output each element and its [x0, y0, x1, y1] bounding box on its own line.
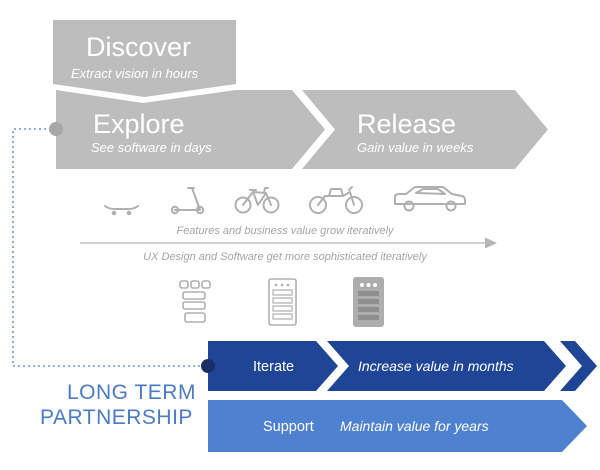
- release-chevron: Release Gain value in weeks: [302, 90, 548, 169]
- scooter-icon: [170, 187, 205, 215]
- iterate-repeat-chevron: [560, 341, 597, 391]
- release-subtitle: Gain value in weeks: [357, 140, 474, 155]
- app-screen-icon: [353, 277, 384, 327]
- explore-chevron: Explore See software in days: [56, 90, 325, 169]
- support-label: Support: [263, 419, 314, 435]
- support-description: Maintain value for years: [340, 418, 489, 434]
- iterate-chevron: Iterate: [208, 341, 338, 391]
- explore-title: Explore: [93, 109, 185, 139]
- discover-subtitle: Extract vision in hours: [71, 66, 199, 81]
- connector-start-dot: [49, 122, 63, 136]
- partnership-line-1: LONG TERM: [67, 381, 196, 404]
- bicycle-icon: [234, 187, 280, 214]
- discover-title: Discover: [86, 32, 191, 62]
- support-bar: Support Maintain value for years: [208, 400, 587, 452]
- partnership-line-2: PARTNERSHIP: [40, 406, 193, 429]
- sketch-wireframe-icon: [179, 280, 211, 323]
- iterate-connector-dot: [201, 359, 215, 373]
- growth-arrow: [80, 237, 497, 249]
- car-icon: [394, 186, 466, 212]
- discover-block: Discover Extract vision in hours: [53, 20, 236, 97]
- iterate-description: Increase value in months: [358, 358, 514, 374]
- dotted-connector: [12, 122, 208, 367]
- form-wireframe-icon: [268, 278, 297, 326]
- motorcycle-icon: [309, 186, 363, 214]
- iterate-label: Iterate: [253, 359, 294, 375]
- release-title: Release: [357, 109, 456, 139]
- iterate-value-chevron: Increase value in months: [327, 341, 566, 391]
- partnership-label: LONG TERM PARTNERSHIP: [40, 381, 196, 429]
- ux-caption: UX Design and Software get more sophisti…: [143, 251, 428, 263]
- explore-subtitle: See software in days: [91, 140, 212, 155]
- features-caption: Features and business value grow iterati…: [176, 225, 395, 237]
- skateboard-icon: [104, 205, 139, 216]
